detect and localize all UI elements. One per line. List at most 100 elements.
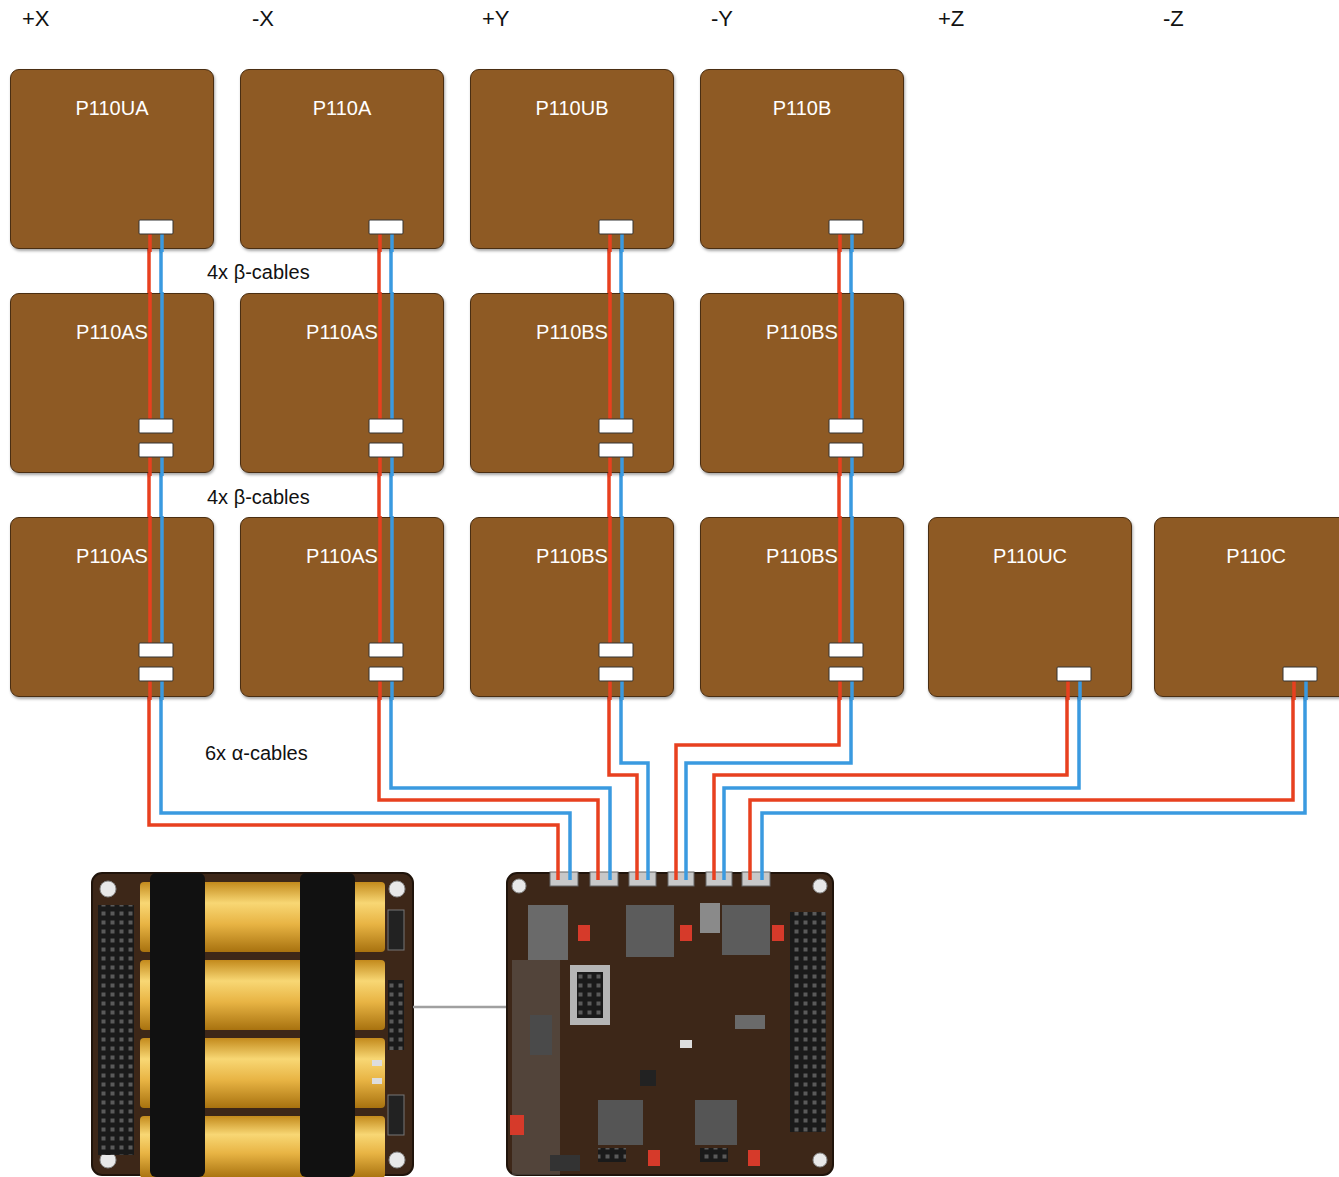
smd-part xyxy=(748,1150,760,1166)
solar-panel: P110B xyxy=(700,69,904,249)
connector xyxy=(742,872,770,886)
cable-connector xyxy=(599,643,633,657)
cable-wire xyxy=(390,516,394,643)
solar-panel: P110C xyxy=(1154,517,1339,697)
cable-wire xyxy=(620,292,624,419)
smd-part xyxy=(648,1150,660,1166)
cable-connector xyxy=(829,667,863,681)
cable-wire xyxy=(850,681,854,700)
cable-wire xyxy=(838,234,842,252)
inductor xyxy=(626,905,674,957)
cable-wire xyxy=(620,516,624,643)
connector xyxy=(550,1155,580,1171)
axis-label: +X xyxy=(22,6,50,32)
cable-wire xyxy=(378,234,382,252)
cable-wire xyxy=(620,234,624,252)
cable-wire xyxy=(837,245,841,297)
mount-hole xyxy=(512,879,526,893)
pin-header xyxy=(98,905,134,1155)
cable-wire xyxy=(148,292,152,419)
pcb xyxy=(507,873,833,1175)
smd-part xyxy=(578,925,590,941)
cable-connector xyxy=(829,419,863,433)
smd-part xyxy=(510,1115,524,1135)
cable-wire xyxy=(838,457,842,476)
cable-wire xyxy=(850,516,854,643)
inductor xyxy=(695,1100,737,1145)
smd-part xyxy=(772,925,784,941)
pin-header xyxy=(577,972,603,1018)
cable-wire xyxy=(378,457,382,476)
cable-wire xyxy=(378,681,382,700)
axis-label: +Z xyxy=(938,6,964,32)
cable-wire xyxy=(608,234,612,252)
pin-header xyxy=(388,980,404,1050)
cable-connector xyxy=(829,220,863,234)
chip xyxy=(700,903,720,933)
cable-label: 4x β-cables xyxy=(207,484,310,510)
cable-wire xyxy=(1066,681,1070,700)
board-link xyxy=(413,1006,510,1009)
pin-header xyxy=(700,1148,728,1162)
mount-hole xyxy=(389,881,405,897)
panel-label: P110BS xyxy=(701,518,903,568)
panel-label: P110UB xyxy=(471,70,673,120)
cable-label: 6x α-cables xyxy=(205,740,308,766)
cable-wire xyxy=(148,457,152,476)
mount-hole xyxy=(813,1153,827,1167)
chip xyxy=(530,1015,552,1055)
cable-wire xyxy=(390,457,394,476)
cable-wire xyxy=(1304,681,1308,700)
smd-part xyxy=(680,1040,692,1048)
connector xyxy=(629,872,656,886)
cable-wire xyxy=(850,234,854,252)
solar-panel: P110BS xyxy=(470,293,674,473)
cable-wire xyxy=(838,516,842,643)
inductor xyxy=(722,905,770,955)
panel-label: P110A xyxy=(241,70,443,120)
beta-cable xyxy=(839,245,851,297)
solar-panel: P110AS xyxy=(240,293,444,473)
cable-connector xyxy=(829,643,863,657)
cable-wire xyxy=(390,292,394,419)
mount-hole xyxy=(813,879,827,893)
connector xyxy=(706,872,732,886)
axis-label: -Y xyxy=(711,6,733,32)
inductor xyxy=(528,905,568,960)
alpha-cable-wire xyxy=(750,693,1293,880)
cable-wire xyxy=(607,469,611,521)
battery-strap xyxy=(300,873,355,1177)
beta-cable xyxy=(839,469,851,521)
alpha-cable-wire xyxy=(609,693,637,880)
cable-wire xyxy=(608,516,612,643)
connector xyxy=(388,1095,404,1135)
smd-part xyxy=(372,1078,382,1084)
cable-wire xyxy=(608,681,612,700)
cable-connector xyxy=(369,220,403,234)
panel-label: P110AS xyxy=(241,518,443,568)
cable-wire xyxy=(620,681,624,700)
cable-wire xyxy=(378,516,382,643)
solar-panel: P110AS xyxy=(10,293,214,473)
panel-label: P110BS xyxy=(471,518,673,568)
cable-wire xyxy=(160,681,164,700)
cable-wire xyxy=(147,245,151,297)
cable-wire xyxy=(160,292,164,419)
panel-label: P110C xyxy=(1155,518,1339,568)
panel-label: P110BS xyxy=(471,294,673,344)
alpha-cables xyxy=(149,693,1305,880)
solar-panel: P110AS xyxy=(10,517,214,697)
cable-wire xyxy=(849,245,853,297)
connector xyxy=(550,872,578,886)
cable-connector xyxy=(139,667,173,681)
battery-board xyxy=(92,873,413,1177)
cable-wire xyxy=(608,457,612,476)
solar-panel: P110BS xyxy=(470,517,674,697)
cable-connector xyxy=(139,643,173,657)
panel-label: P110AS xyxy=(11,294,213,344)
cable-connector xyxy=(369,443,403,457)
axis-label: -Z xyxy=(1163,6,1184,32)
cable-wire xyxy=(160,234,164,252)
cable-wire xyxy=(148,516,152,643)
beta-cable xyxy=(379,469,391,521)
